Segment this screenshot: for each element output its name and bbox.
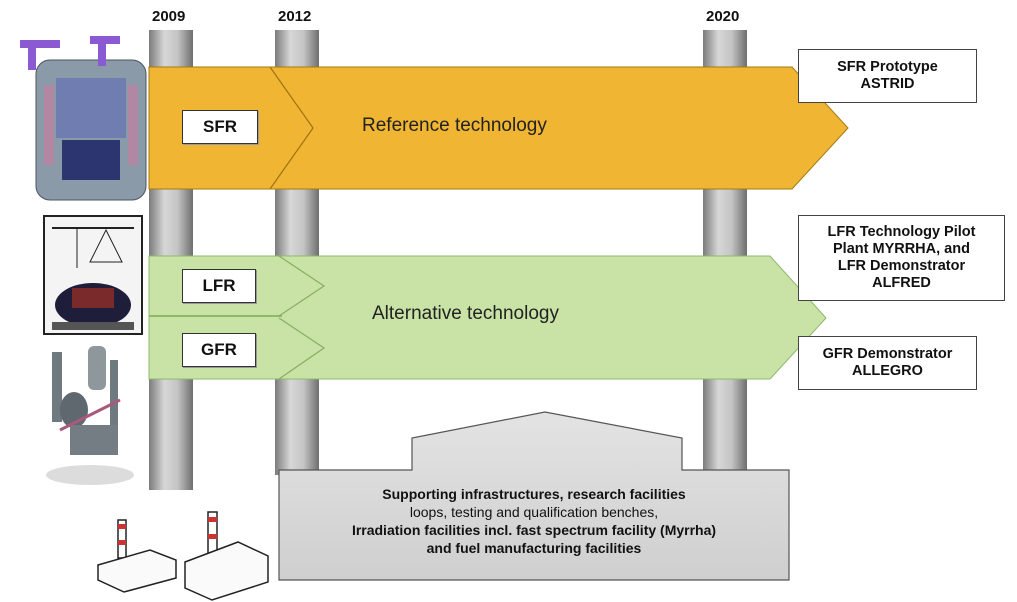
lfr-reactor-image (43, 215, 143, 335)
lfr-outcome-line1: LFR Technology Pilot (827, 224, 976, 240)
year-2012: 2012 (278, 8, 312, 25)
lfr-outcome-line2: Plant MYRRHA, and (833, 241, 970, 257)
gfr-chevron (278, 317, 326, 380)
support-text: Supporting infrastructures, research fac… (279, 467, 789, 575)
lfr-outcome-line4: ALFRED (872, 275, 931, 291)
sfr-label: SFR (182, 110, 258, 144)
alternative-technology-label: Alternative technology (372, 303, 559, 324)
reference-chevron (269, 66, 314, 190)
reference-arrow (148, 66, 849, 190)
reference-technology-label: Reference technology (362, 115, 547, 136)
lfr-outcome-line3: LFR Demonstrator (837, 258, 966, 274)
lfr-chevron (278, 255, 326, 317)
gfr-outcome-box: GFR Demonstrator ALLEGRO (798, 336, 977, 390)
year-2020: 2020 (706, 8, 740, 25)
gfr-outcome-line1: GFR Demonstrator (822, 346, 953, 362)
gfr-reactor-image (46, 346, 134, 485)
support-line4: and fuel manufacturing facilities (426, 540, 642, 556)
sfr-outcome-box: SFR Prototype ASTRID (798, 49, 977, 103)
gfr-outcome-line2: ALLEGRO (852, 363, 923, 379)
support-arrow (278, 411, 790, 581)
factory-image (97, 511, 269, 601)
sfr-reactor-image (20, 36, 147, 201)
support-line2: loops, testing and qualification benches… (409, 504, 659, 520)
support-line3: Irradiation facilities incl. fast spectr… (351, 522, 717, 538)
sfr-outcome-line2: ASTRID (860, 76, 915, 92)
support-line1: Supporting infrastructures, research fac… (382, 486, 686, 502)
lfr-outcome-box: LFR Technology Pilot Plant MYRRHA, and L… (798, 215, 1005, 301)
year-2009: 2009 (152, 8, 186, 25)
lfr-label: LFR (182, 269, 256, 303)
sfr-outcome-line1: SFR Prototype (837, 59, 938, 75)
gfr-label: GFR (182, 333, 256, 367)
